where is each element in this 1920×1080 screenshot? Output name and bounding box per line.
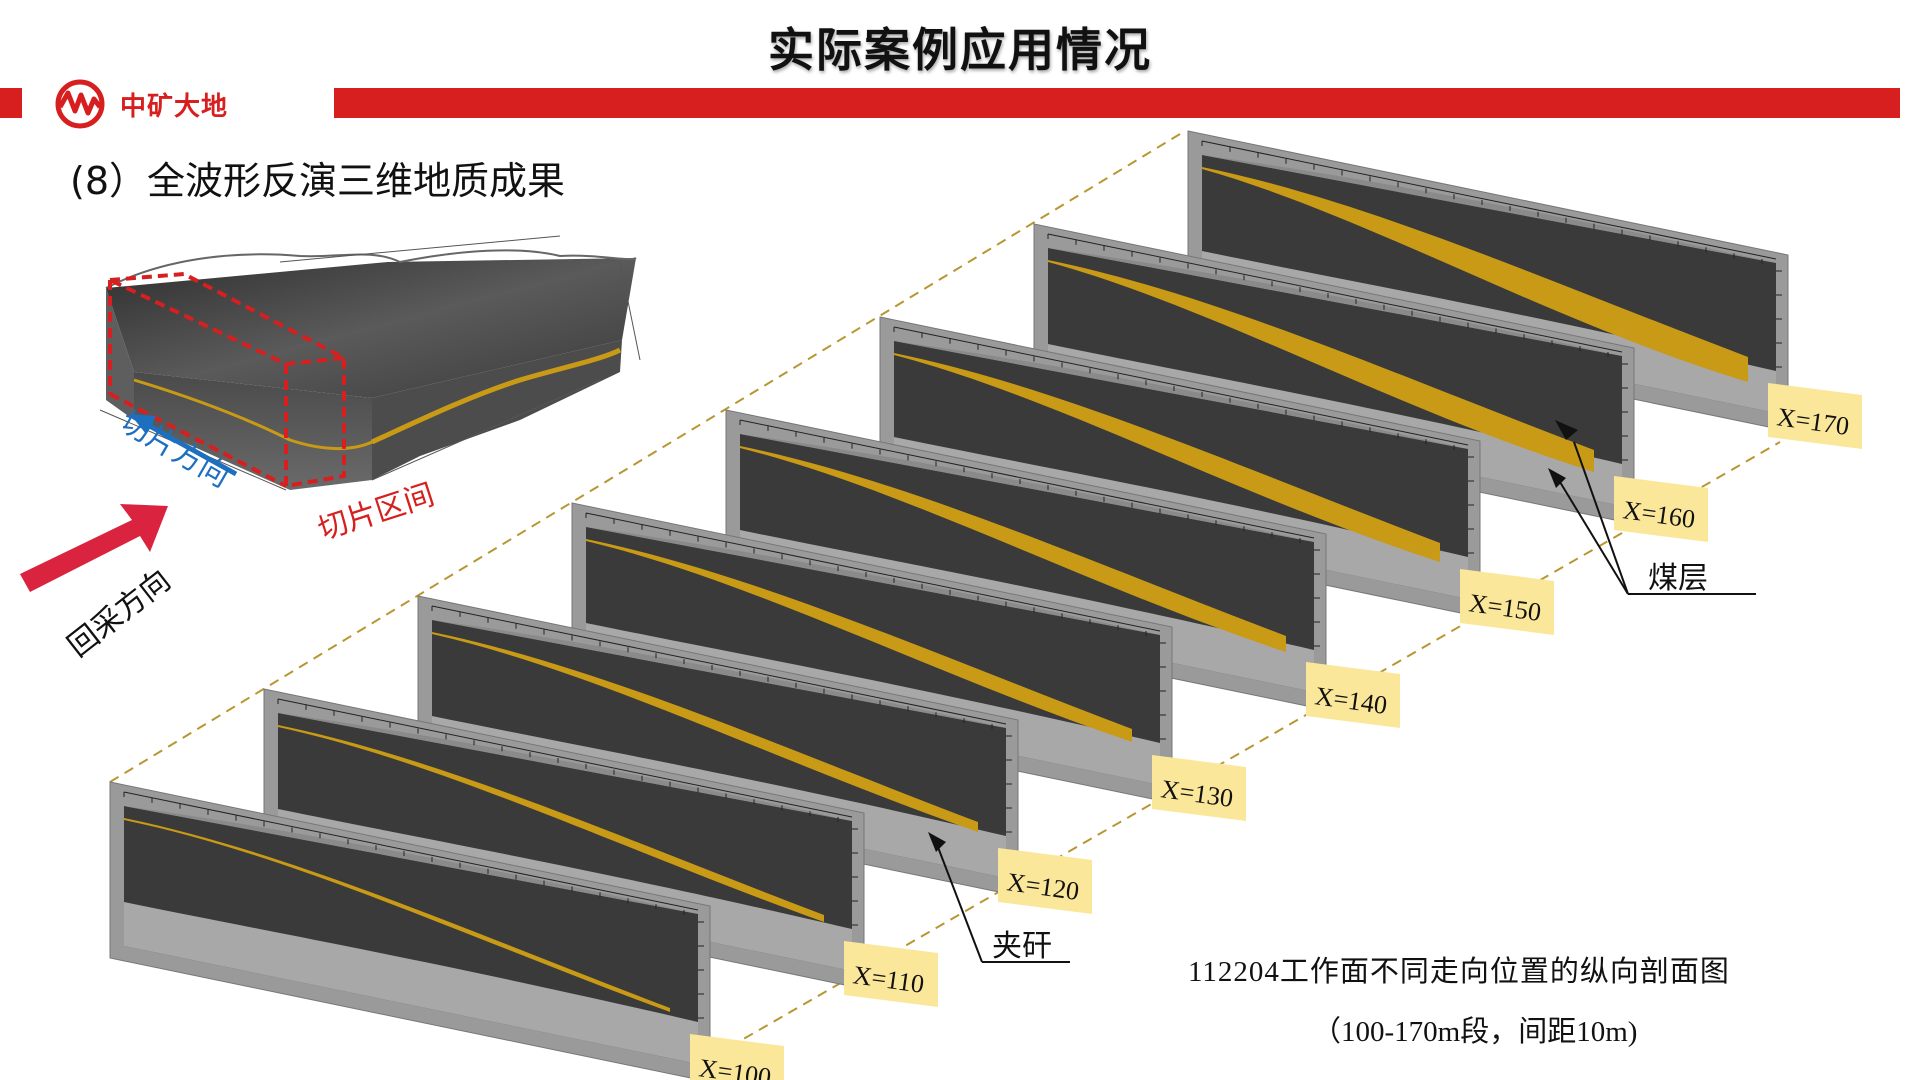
header-bar-left	[0, 88, 22, 118]
slice-upper-layer	[740, 434, 1314, 542]
slice-label-box	[690, 1034, 784, 1080]
section-subtitle: (8）全波形反演三维地质成果	[70, 159, 566, 203]
slice-upper-layer	[124, 806, 698, 914]
slice-upper-layer	[894, 341, 1468, 449]
volume-coal-seam-side	[370, 347, 622, 445]
slice-upper-layer	[1202, 155, 1776, 263]
slice-label: X=100	[690, 1034, 784, 1080]
volume-top-surface	[106, 258, 636, 398]
coal-seam-label: 煤层	[1648, 561, 1708, 596]
parting-label: 夹矸	[992, 929, 1052, 964]
slice-coal-seam	[740, 446, 1286, 652]
slice-axis-ticks	[893, 327, 1455, 450]
slice-label-box	[1152, 755, 1246, 821]
slice-label: X=120	[998, 848, 1092, 914]
slice-upper-layer	[1048, 248, 1622, 356]
slice-coal-seam	[1202, 167, 1748, 382]
figure-caption-line1: 112204工作面不同走向位置的纵向剖面图	[1188, 956, 1730, 988]
slice-axis-ticks	[585, 513, 1147, 636]
slice-axis-ticks	[739, 420, 1301, 543]
slice-axis-line	[123, 791, 699, 911]
slice-axis-ticks	[123, 792, 685, 915]
logo-mark-icon	[55, 79, 105, 129]
figure-caption-line2: （100-170m段，间距10m)	[1312, 1016, 1638, 1048]
slice-label: X=140	[1306, 662, 1400, 728]
slice-label-box	[998, 848, 1092, 914]
slice-label: X=130	[1152, 755, 1246, 821]
slice-upper-layer	[432, 620, 1006, 728]
slice-label-box	[1306, 662, 1400, 728]
slice-label-box	[1768, 383, 1862, 449]
company-logo: 中矿大地	[48, 79, 229, 129]
slice-interval-label: 切片区间	[314, 477, 439, 547]
slice-axis-ticks	[277, 699, 839, 822]
slice-coal-seam	[894, 353, 1440, 562]
volume-side-face	[372, 340, 622, 480]
slice-axis-line	[1047, 233, 1623, 353]
slice-label: X=170	[1768, 383, 1862, 449]
mining-direction-label: 回采方向	[61, 563, 177, 664]
slice-axis-ticks	[431, 606, 993, 729]
slice-coal-seam	[586, 539, 1132, 742]
volume-3d	[99, 235, 641, 491]
slice-axis-line	[585, 512, 1161, 632]
parting-callout	[928, 832, 1070, 963]
slice-axis-line	[893, 326, 1469, 446]
slice-label: X=150	[1460, 569, 1554, 635]
slice-panel	[109, 781, 711, 1080]
slice-label-box	[1614, 476, 1708, 542]
slice-lower-layer	[124, 902, 698, 1064]
slice-axis-line	[277, 698, 853, 818]
page-title: 实际案例应用情况	[768, 23, 1152, 77]
slice-label: X=110	[844, 941, 938, 1007]
slice-coal-seam	[432, 632, 978, 832]
slice-interval-box-top	[102, 271, 351, 367]
slice-interval-box-front	[284, 358, 346, 489]
slice-upper-layer	[278, 713, 852, 821]
volume-top-ridge	[105, 249, 637, 289]
mining-direction-arrow	[20, 504, 168, 592]
slice-upper-layer	[586, 527, 1160, 635]
slice-direction-arrow	[144, 421, 238, 477]
volume-left-face	[106, 288, 134, 420]
slice-axis-line	[739, 419, 1315, 539]
logo-text: 中矿大地	[120, 91, 229, 122]
slice-axis-line	[431, 605, 1007, 725]
coal-seam-callout	[1548, 420, 1756, 595]
slice-axis-ticks	[1201, 141, 1763, 264]
slice-label-box	[1460, 569, 1554, 635]
slice-coal-seam	[1048, 260, 1594, 472]
slice-axis-ticks	[1047, 234, 1609, 357]
slice-label: X=160	[1614, 476, 1708, 542]
header-bar-right	[334, 88, 1900, 118]
slice-axis-line	[1201, 140, 1777, 260]
slice-label-box	[844, 941, 938, 1007]
volume-front-face	[134, 372, 372, 490]
